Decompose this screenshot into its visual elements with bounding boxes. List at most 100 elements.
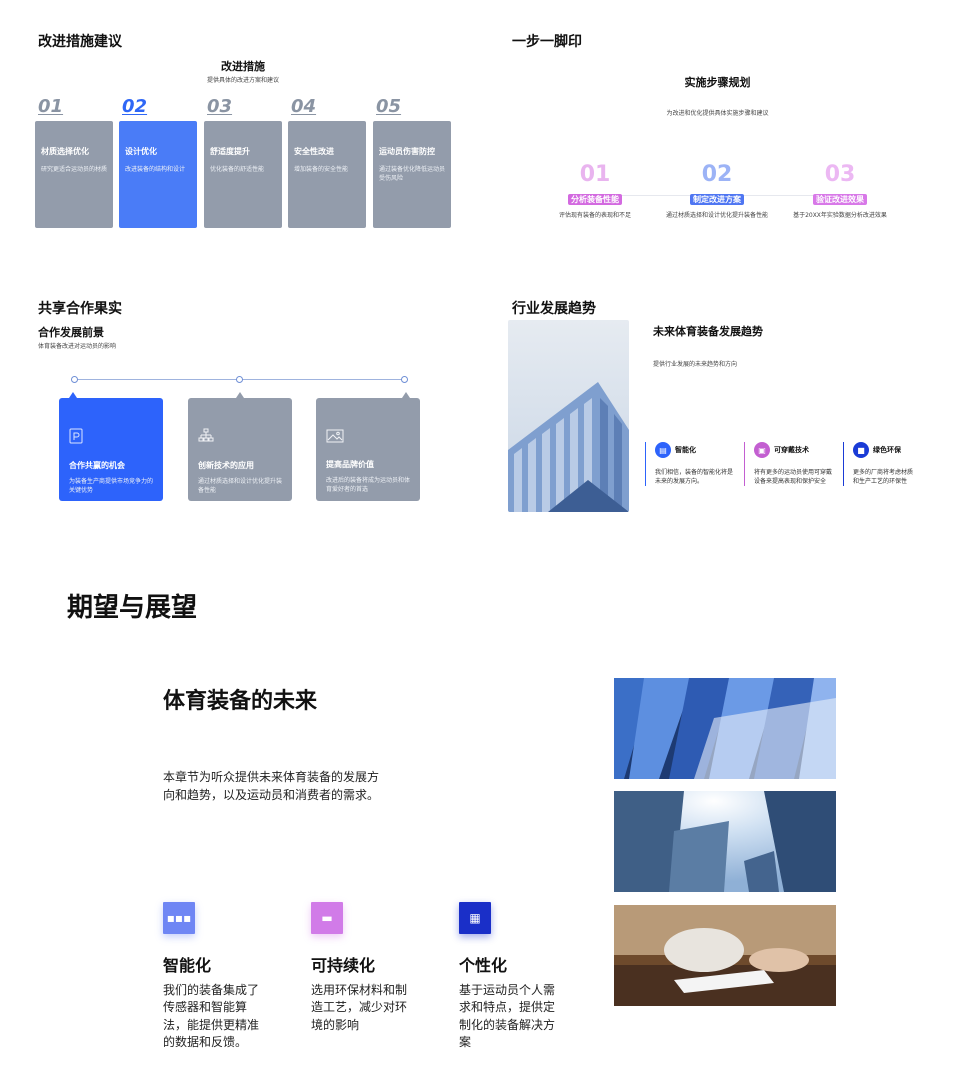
section3-caption: 体育装备改进对运动员的影响 bbox=[38, 343, 117, 350]
briefcase-icon: ▬ bbox=[311, 902, 343, 934]
section5-intro: 本章节为听众提供未来体育装备的发展方向和趋势，以及运动员和消费者的需求。 bbox=[163, 770, 380, 802]
step-desc: 增加装备的安全性能 bbox=[294, 166, 349, 173]
trend-desc: 更多的厂商将考虑材质和生产工艺的环保性 bbox=[853, 469, 914, 485]
section3-subtitle: 合作发展前景 bbox=[38, 326, 104, 339]
step-title: 设计优化 bbox=[125, 147, 157, 156]
step-title: 运动员伤害防控 bbox=[379, 147, 435, 156]
trend-item: ■ 绿色环保 更多的厂商将考虑材质和生产工艺的环保性 bbox=[843, 442, 913, 486]
coop-card: 合作共赢的机会 为装备生产商提供市场竞争力的关键优势 bbox=[59, 392, 163, 501]
step-desc: 研究更适合运动员的材质 bbox=[41, 166, 108, 173]
section2-caption: 为改进和优化提供具体实施步骤和建议 bbox=[666, 110, 769, 117]
coop-card: 创新技术的应用 通过材质选择和设计优化提升装备性能 bbox=[188, 392, 292, 501]
feature-title: 智能化 bbox=[163, 956, 212, 975]
skyscrapers-photo bbox=[614, 791, 836, 892]
section3-title: 共享合作果实 bbox=[38, 301, 122, 317]
image-icon bbox=[326, 429, 344, 443]
step-title: 安全性改进 bbox=[294, 147, 334, 156]
step-desc: 优化装备的舒适性能 bbox=[210, 166, 265, 173]
step-card: 运动员伤害防控 通过装备优化降低运动员受伤风险 bbox=[373, 121, 451, 228]
trend-title: 智能化 bbox=[675, 446, 696, 454]
feature-item: ▦ 个性化 基于运动员个人需求和特点，提供定制化的装备解决方案 bbox=[459, 902, 559, 1052]
section2-title: 一步一脚印 bbox=[512, 34, 582, 50]
trend-desc: 将有更多的运动员使用可穿戴设备来提高表现和保护安全 bbox=[754, 469, 833, 485]
coop-card: 提高品牌价值 改进后的装备将成为运动员和体育爱好者的首选 bbox=[316, 392, 420, 501]
feature-desc: 基于运动员个人需求和特点，提供定制化的装备解决方案 bbox=[459, 983, 556, 1050]
printer-icon: ▦ bbox=[459, 902, 491, 934]
trend-head: ▤ 智能化 bbox=[655, 442, 735, 458]
sofa-icon: ▣ bbox=[754, 442, 770, 458]
section5-title: 期望与展望 bbox=[67, 593, 198, 623]
feature-title: 个性化 bbox=[459, 956, 508, 975]
coop-card-desc: 通过材质选择和设计优化提升装备性能 bbox=[198, 478, 283, 494]
feature-desc: 我们的装备集成了传感器和智能算法，能提供更精准的数据和反馈。 bbox=[163, 983, 260, 1050]
plan-step-label: 分析装备性能 bbox=[568, 194, 622, 205]
trend-title: 绿色环保 bbox=[873, 446, 901, 454]
step-card: 材质选择优化 研究更适合运动员的材质 bbox=[35, 121, 113, 228]
section2-subtitle: 实施步骤规划 bbox=[684, 76, 751, 89]
trend-head: ■ 绿色环保 bbox=[853, 442, 913, 458]
business-meeting-photo bbox=[614, 905, 836, 1006]
briefcase-icon: ■ bbox=[853, 442, 869, 458]
step-number: 02 bbox=[122, 96, 148, 117]
step-item: 05 运动员伤害防控 通过装备优化降低运动员受伤风险 bbox=[373, 96, 451, 228]
section4-subtitle: 未来体育装备发展趋势 bbox=[653, 325, 763, 338]
feature-item: ▪▪▪ 智能化 我们的装备集成了传感器和智能算法，能提供更精准的数据和反馈。 bbox=[163, 902, 263, 1052]
section1-caption: 提供具体的改进方案和建议 bbox=[206, 77, 279, 84]
document-icon bbox=[69, 428, 83, 444]
section1-subtitle: 改进措施 bbox=[221, 60, 265, 73]
step-item: 01 材质选择优化 研究更适合运动员的材质 bbox=[35, 96, 113, 228]
plan-step: 03 验证改进效果 基于20XX年实验数据分析改进效果 bbox=[785, 162, 895, 220]
step-card: 设计优化 改进装备的结构和设计 bbox=[119, 121, 197, 228]
feature-title: 可持续化 bbox=[311, 956, 376, 975]
coop-card-title: 提高品牌价值 bbox=[326, 460, 374, 469]
step-item: 02 设计优化 改进装备的结构和设计 bbox=[119, 96, 197, 228]
step-number: 01 bbox=[38, 96, 64, 117]
timeline-dot bbox=[71, 376, 78, 383]
step-card: 舒适度提升 优化装备的舒适性能 bbox=[204, 121, 282, 228]
step-title: 材质选择优化 bbox=[41, 147, 89, 156]
plan-step: 02 制定改进方案 通过材质选择和设计优化提升装备性能 bbox=[662, 162, 772, 220]
coop-card-title: 创新技术的应用 bbox=[198, 461, 254, 470]
card-pointer bbox=[236, 392, 244, 398]
timeline-dot bbox=[401, 376, 408, 383]
plan-step-desc: 基于20XX年实验数据分析改进效果 bbox=[793, 212, 887, 219]
glass-facade-photo bbox=[614, 678, 836, 779]
step-item: 04 安全性改进 增加装备的安全性能 bbox=[288, 96, 366, 228]
card-pointer bbox=[69, 392, 77, 398]
coop-card-title: 合作共赢的机会 bbox=[69, 461, 125, 470]
section4-title: 行业发展趋势 bbox=[512, 301, 596, 317]
plan-step-desc: 通过材质选择和设计优化提升装备性能 bbox=[665, 212, 768, 219]
plan-step-number: 02 bbox=[701, 162, 733, 187]
chat-icon: ▪▪▪ bbox=[163, 902, 195, 934]
coop-card-desc: 为装备生产商提供市场竞争力的关键优势 bbox=[69, 478, 154, 494]
trend-desc: 我们相信，装备的智能化将是未来的发展方向。 bbox=[655, 469, 734, 485]
step-desc: 改进装备的结构和设计 bbox=[125, 166, 186, 173]
trend-head: ▣ 可穿戴技术 bbox=[754, 442, 834, 458]
step-card: 安全性改进 增加装备的安全性能 bbox=[288, 121, 366, 228]
step-number: 05 bbox=[376, 96, 402, 117]
plan-step: 01 分析装备性能 评估现有装备的表现和不足 bbox=[540, 162, 650, 220]
section1-title: 改进措施建议 bbox=[38, 34, 122, 50]
timeline-dot bbox=[236, 376, 243, 383]
step-title: 舒适度提升 bbox=[210, 147, 250, 156]
step-item: 03 舒适度提升 优化装备的舒适性能 bbox=[204, 96, 282, 228]
step-number: 04 bbox=[291, 96, 317, 117]
feature-desc: 选用环保材料和制造工艺，减少对环境的影响 bbox=[311, 983, 408, 1032]
card-pointer bbox=[402, 392, 410, 398]
hierarchy-icon bbox=[198, 428, 214, 442]
building-photo bbox=[508, 320, 629, 512]
plan-step-desc: 评估现有装备的表现和不足 bbox=[558, 212, 631, 219]
chart-icon: ▤ bbox=[655, 442, 671, 458]
coop-card-desc: 改进后的装备将成为运动员和体育爱好者的首选 bbox=[326, 477, 411, 493]
trend-item: ▤ 智能化 我们相信，装备的智能化将是未来的发展方向。 bbox=[645, 442, 735, 486]
step-number: 03 bbox=[207, 96, 233, 117]
plan-step-number: 01 bbox=[579, 162, 611, 187]
plan-step-label: 制定改进方案 bbox=[690, 194, 744, 205]
plan-step-number: 03 bbox=[824, 162, 856, 187]
trend-item: ▣ 可穿戴技术 将有更多的运动员使用可穿戴设备来提高表现和保护安全 bbox=[744, 442, 834, 486]
plan-step-label: 验证改进效果 bbox=[813, 194, 867, 205]
section4-caption: 提供行业发展的未来趋势和方向 bbox=[653, 361, 738, 368]
feature-item: ▬ 可持续化 选用环保材料和制造工艺，减少对环境的影响 bbox=[311, 902, 411, 1034]
trend-title: 可穿戴技术 bbox=[774, 446, 809, 454]
section5-subtitle: 体育装备的未来 bbox=[163, 689, 318, 714]
